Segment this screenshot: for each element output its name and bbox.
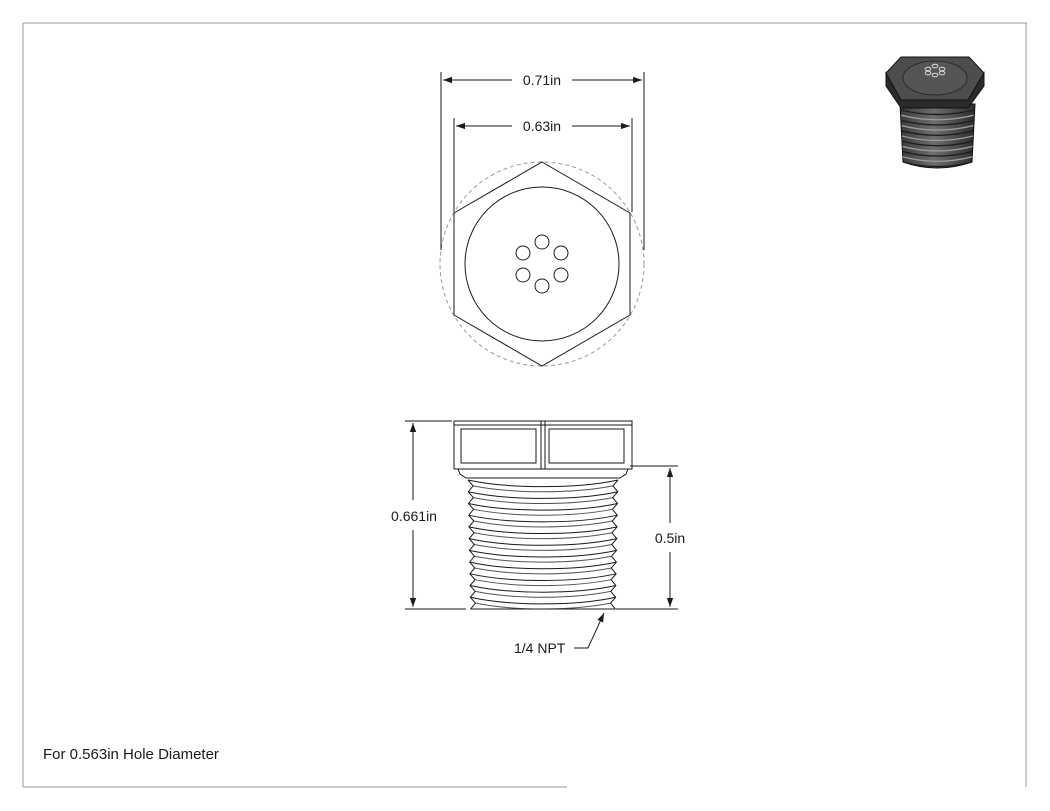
dim-across-corners [440,72,645,250]
top-face-circle [464,186,620,342]
thread-body [467,479,619,610]
side-view [453,420,633,610]
hex-outline [453,161,631,367]
hex-head [453,420,633,470]
thread-callout-label: 1/4 NPT [514,640,566,656]
vent-holes [515,234,569,294]
dim-across-corners-label: 0.71in [523,72,561,88]
iso-thread-body [899,103,976,169]
dim-overall-height-label: 0.661in [391,508,437,524]
thread-callout-leader [574,612,605,649]
dim-overall-height [405,420,466,610]
across-corners-circle [439,161,645,367]
dim-thread-length-label: 0.5in [655,530,685,546]
dim-across-flats [453,118,633,212]
dim-across-flats-label: 0.63in [523,118,561,134]
top-view [439,161,645,367]
sheet-border [22,22,1027,788]
hole-diameter-note: For 0.563in Hole Diameter [43,746,219,763]
dim-thread-length [616,465,678,610]
isometric-preview [885,56,985,169]
iso-vent-holes [924,63,946,78]
collar [457,468,629,479]
